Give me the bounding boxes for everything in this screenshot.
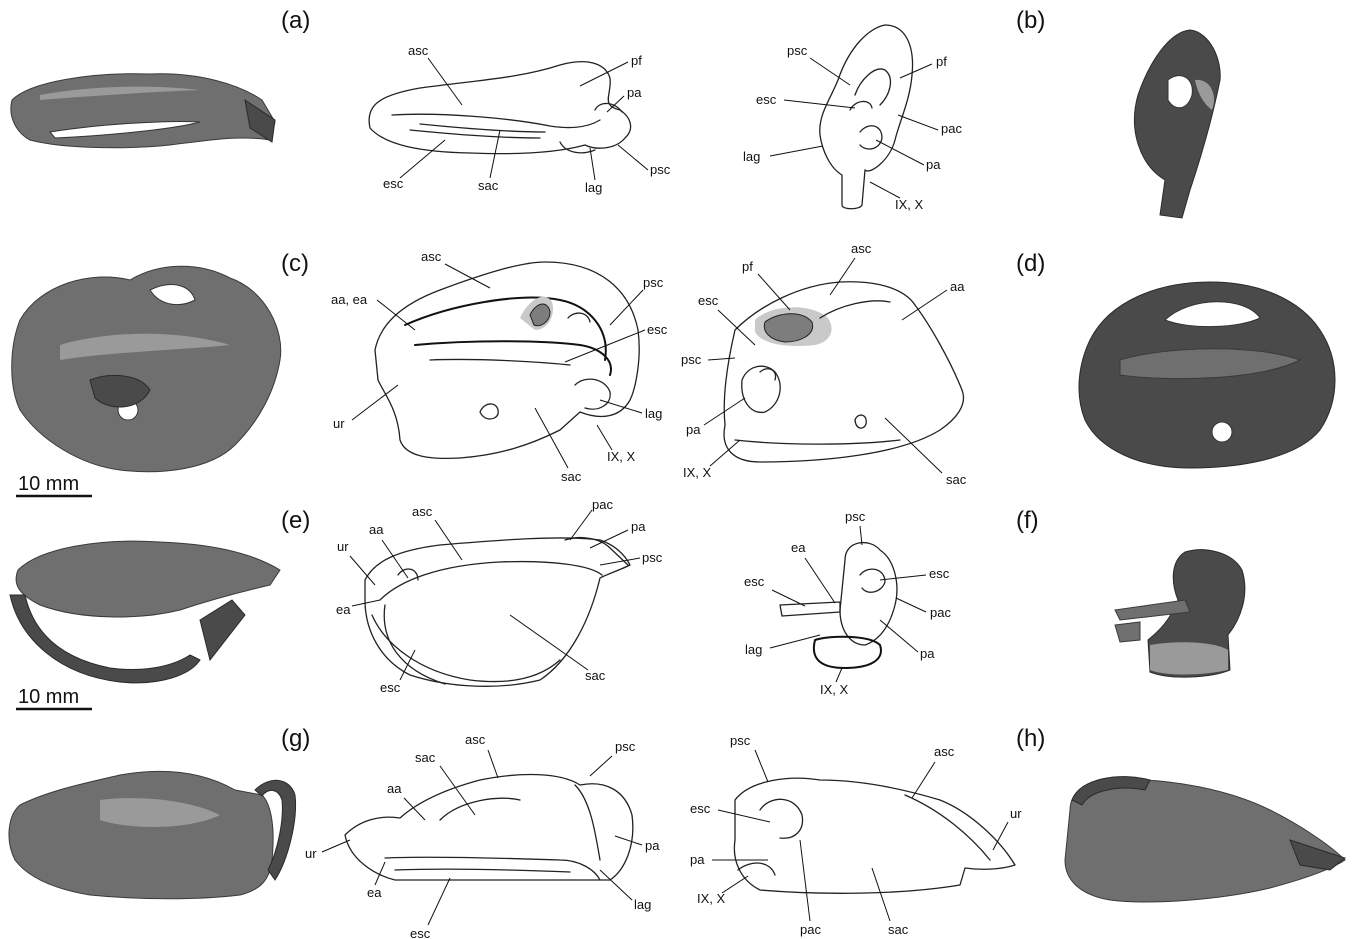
label-esc: esc [690, 801, 711, 816]
scale-bar-2: 10 mm [16, 686, 92, 709]
panel-letter-g: (g) [281, 725, 310, 752]
label-aa: aa [950, 279, 965, 294]
label-pa: pa [627, 85, 642, 100]
label-pf: pf [936, 54, 947, 69]
panel-letter-d: (d) [1016, 250, 1045, 277]
label-lag: lag [645, 406, 662, 421]
label-sac: sac [561, 469, 582, 484]
label-pac: pac [800, 922, 821, 937]
label-esc: esc [647, 322, 668, 337]
label-aa: aa [369, 522, 384, 537]
label-ur: ur [1010, 806, 1022, 821]
label-lag: lag [634, 897, 651, 912]
drawing-c2 [724, 282, 963, 462]
fossil-render-e [10, 541, 280, 683]
labels-c1: asc aa, ea psc esc ur lag IX, X sac [331, 249, 668, 484]
drawing-e1 [365, 538, 630, 687]
label-asc: asc [421, 249, 442, 264]
label-lag: lag [745, 642, 762, 657]
label-pa: pa [645, 838, 660, 853]
scale-bar-label: 10 mm [18, 473, 79, 495]
label-ur: ur [333, 416, 345, 431]
fossil-render-h [1065, 777, 1345, 902]
fossil-render-f [1115, 550, 1245, 677]
label-sac: sac [415, 750, 436, 765]
label-pf: pf [631, 53, 642, 68]
fossil-render-d [1079, 282, 1335, 468]
fossil-render-c [12, 266, 281, 472]
panel-letter-a: (a) [281, 7, 310, 34]
scale-bar-1: 10 mm [16, 473, 92, 496]
label-ea: ea [336, 602, 351, 617]
label-ur: ur [305, 846, 317, 861]
label-esc: esc [744, 574, 765, 589]
label-asc: asc [408, 43, 429, 58]
label-esc: esc [410, 926, 431, 939]
label-ix-x: IX, X [683, 465, 712, 480]
label-ur: ur [337, 539, 349, 554]
fossil-render-b [1134, 30, 1220, 218]
labels-c2: pf asc aa esc psc pa IX, X sac [681, 241, 967, 487]
fossil-render-a [11, 74, 275, 148]
label-asc: asc [412, 504, 433, 519]
panel-letter-h: (h) [1016, 725, 1045, 752]
label-asc: asc [851, 241, 872, 256]
scale-bar-label: 10 mm [18, 686, 79, 708]
panel-letter-c: (c) [281, 250, 309, 277]
label-ix-x: IX, X [697, 891, 726, 906]
label-pa: pa [920, 646, 935, 661]
label-pf: pf [742, 259, 753, 274]
label-pa: pa [631, 519, 646, 534]
label-esc: esc [698, 293, 719, 308]
label-ea: ea [791, 540, 806, 555]
label-psc: psc [615, 739, 636, 754]
label-pa: pa [926, 157, 941, 172]
label-psc: psc [643, 275, 664, 290]
label-esc: esc [380, 680, 401, 695]
label-aa: aa [387, 781, 402, 796]
label-pa: pa [686, 422, 701, 437]
label-esc: esc [929, 566, 950, 581]
label-ix-x: IX, X [895, 197, 924, 212]
labels-a2: psc pf esc pac lag pa IX, X [743, 43, 962, 212]
label-asc: asc [465, 732, 486, 747]
label-ix-x: IX, X [820, 682, 849, 697]
label-pa: pa [690, 852, 705, 867]
labels-a1: asc pf pa psc lag sac esc [383, 43, 671, 195]
label-sac: sac [478, 178, 499, 193]
label-asc: asc [934, 744, 955, 759]
label-psc: psc [650, 162, 671, 177]
label-psc: psc [845, 509, 866, 524]
label-esc: esc [756, 92, 777, 107]
fossil-render-g [9, 771, 296, 898]
label-psc: psc [681, 352, 702, 367]
label-pac: pac [930, 605, 951, 620]
drawing-e2 [780, 543, 897, 668]
panel-letter-b: (b) [1016, 7, 1045, 34]
label-esc: esc [383, 176, 404, 191]
label-sac: sac [888, 922, 909, 937]
label-lag: lag [585, 180, 602, 195]
drawing-a1 [369, 62, 631, 154]
panel-letter-e: (e) [281, 507, 310, 534]
label-psc: psc [730, 733, 751, 748]
label-psc: psc [787, 43, 808, 58]
label-lag: lag [743, 149, 760, 164]
label-pac: pac [592, 497, 613, 512]
labels-g2: psc asc esc ur pa IX, X pac sac [690, 733, 1022, 937]
drawing-a2 [820, 25, 913, 209]
label-ix-x: IX, X [607, 449, 636, 464]
labels-g1: sac asc psc aa ur pa ea lag esc [305, 732, 660, 939]
label-pac: pac [941, 121, 962, 136]
label-sac: sac [585, 668, 606, 683]
label-sac: sac [946, 472, 967, 487]
label-psc: psc [642, 550, 663, 565]
panel-letter-f: (f) [1016, 507, 1039, 534]
label-aa-ea: aa, ea [331, 292, 368, 307]
label-ea: ea [367, 885, 382, 900]
